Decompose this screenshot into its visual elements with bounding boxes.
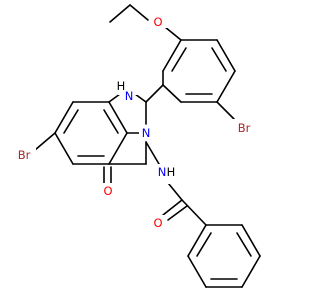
bond bbox=[167, 205, 188, 221]
bond bbox=[241, 224, 261, 257]
bromine-right-label: Br bbox=[238, 121, 251, 135]
bond bbox=[108, 132, 128, 165]
ring-nitrogen-label: N bbox=[142, 126, 151, 140]
nh-ring-label-n: N bbox=[125, 89, 134, 103]
ether-oxygen-label: O bbox=[153, 15, 162, 29]
bond bbox=[164, 26, 182, 41]
amide-hydrogen-label: H bbox=[167, 165, 176, 179]
bond bbox=[108, 93, 121, 103]
bond bbox=[145, 84, 164, 103]
bond bbox=[162, 199, 183, 216]
bond bbox=[109, 4, 131, 23]
bond bbox=[54, 132, 74, 165]
atom-label-layer: H N O Br Br N O N H O bbox=[12, 14, 256, 230]
bond bbox=[187, 255, 207, 288]
bond bbox=[171, 47, 187, 72]
bond bbox=[134, 93, 147, 103]
bond bbox=[241, 255, 261, 288]
bond bbox=[216, 70, 236, 103]
bond bbox=[211, 47, 227, 72]
bond-layer bbox=[34, 4, 261, 288]
bond bbox=[103, 109, 119, 134]
bond bbox=[236, 232, 252, 257]
bond bbox=[108, 101, 128, 134]
nh-ring-label-h: H bbox=[117, 79, 126, 93]
amide-oxygen-label: O bbox=[153, 216, 162, 230]
bond bbox=[63, 109, 79, 134]
bond bbox=[162, 84, 182, 103]
molecule-canvas: H N O Br Br N O N H O bbox=[12, 4, 261, 288]
bond bbox=[196, 232, 212, 257]
bond bbox=[34, 132, 56, 151]
amide-nitrogen-label: N bbox=[158, 165, 167, 179]
bond bbox=[54, 101, 74, 134]
bromine-left-label: Br bbox=[18, 148, 31, 162]
bond bbox=[145, 141, 160, 165]
bond bbox=[216, 101, 238, 123]
bond bbox=[162, 39, 182, 72]
bond bbox=[216, 39, 236, 72]
ring-carbonyl-oxygen-label: O bbox=[103, 184, 112, 198]
bond bbox=[129, 4, 149, 21]
bond bbox=[187, 224, 207, 257]
bond bbox=[181, 199, 207, 226]
structure-diagram: H N O Br Br N O N H O bbox=[12, 4, 261, 288]
